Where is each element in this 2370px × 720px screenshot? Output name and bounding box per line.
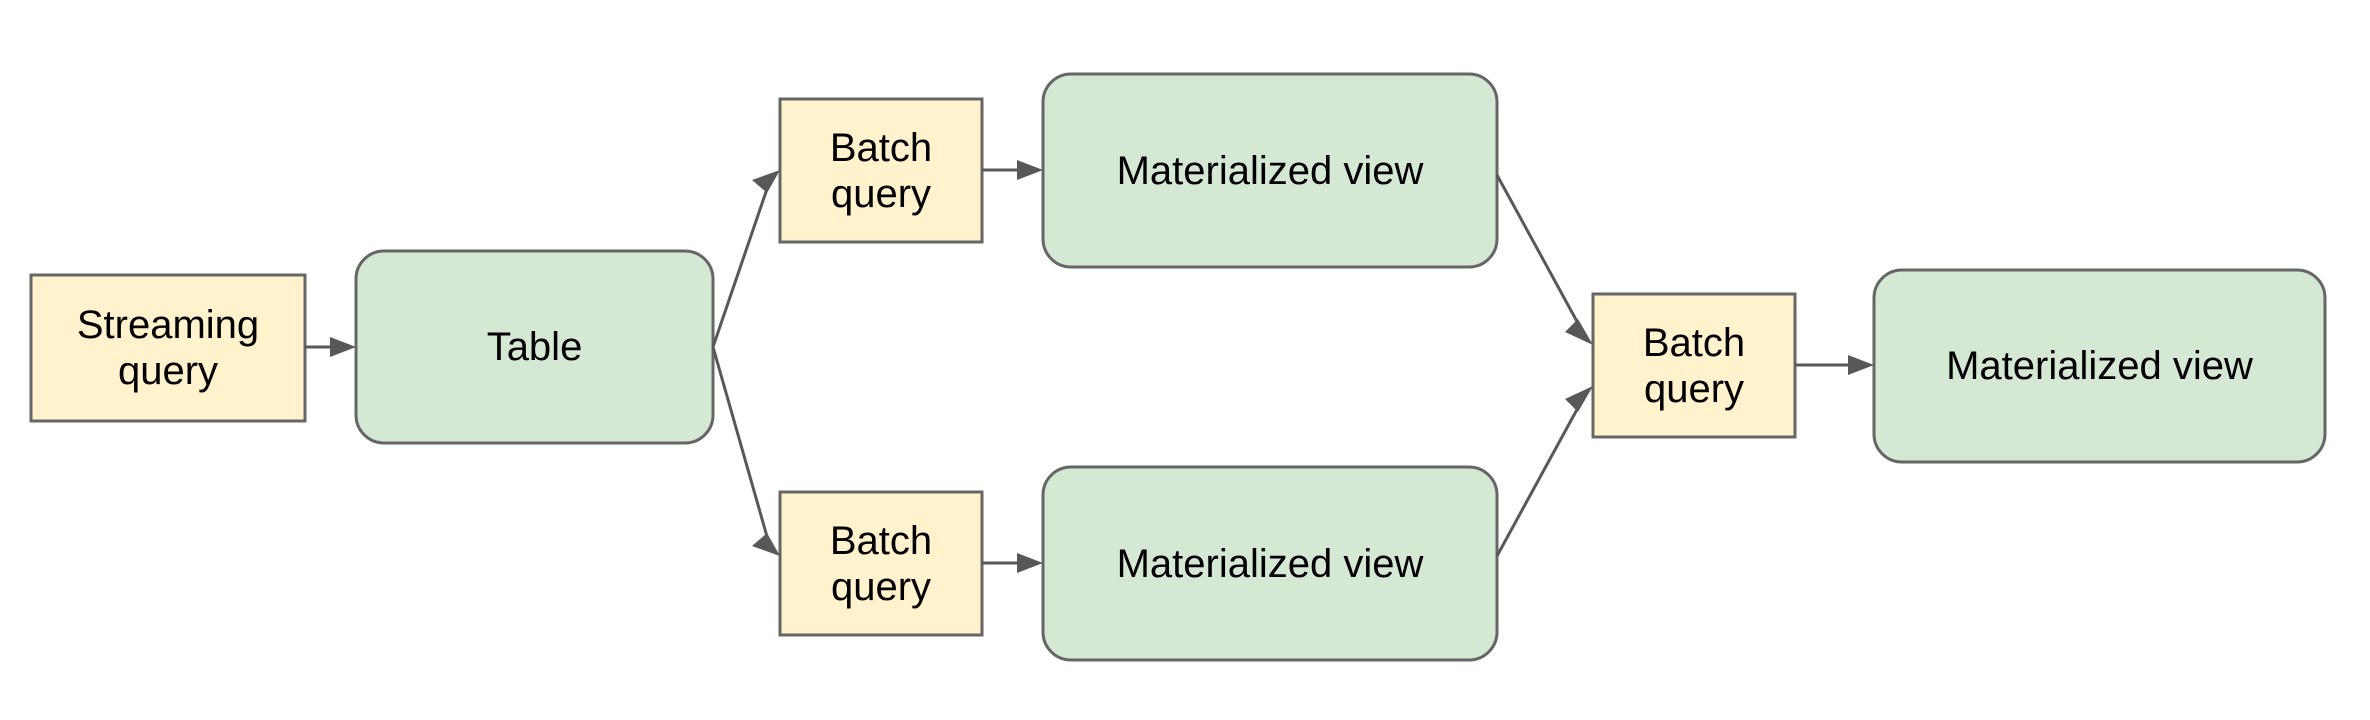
node-batch-query-final[interactable] [1591,292,1797,439]
edge-streaming-to-table [305,337,356,357]
edge-view-bottom-to-batch-final [1495,386,1593,557]
edge-table-to-batch-top [711,170,780,348]
node-materialized-view-final[interactable] [1872,268,2327,464]
node-materialized-view-bottom[interactable] [1041,465,1499,662]
node-table[interactable] [354,249,715,445]
edge-table-to-batch-bottom [711,346,780,556]
edge-batch-final-to-view-final [1795,355,1874,375]
edge-view-top-to-batch-final [1495,174,1593,345]
node-streaming-query[interactable] [29,273,307,423]
node-batch-query-bottom[interactable] [778,490,984,637]
node-materialized-view-top[interactable] [1041,72,1499,269]
edge-batch-top-to-view-top [982,160,1043,180]
edge-batch-bottom-to-view-bottom [982,553,1043,573]
node-batch-query-top[interactable] [778,97,984,244]
